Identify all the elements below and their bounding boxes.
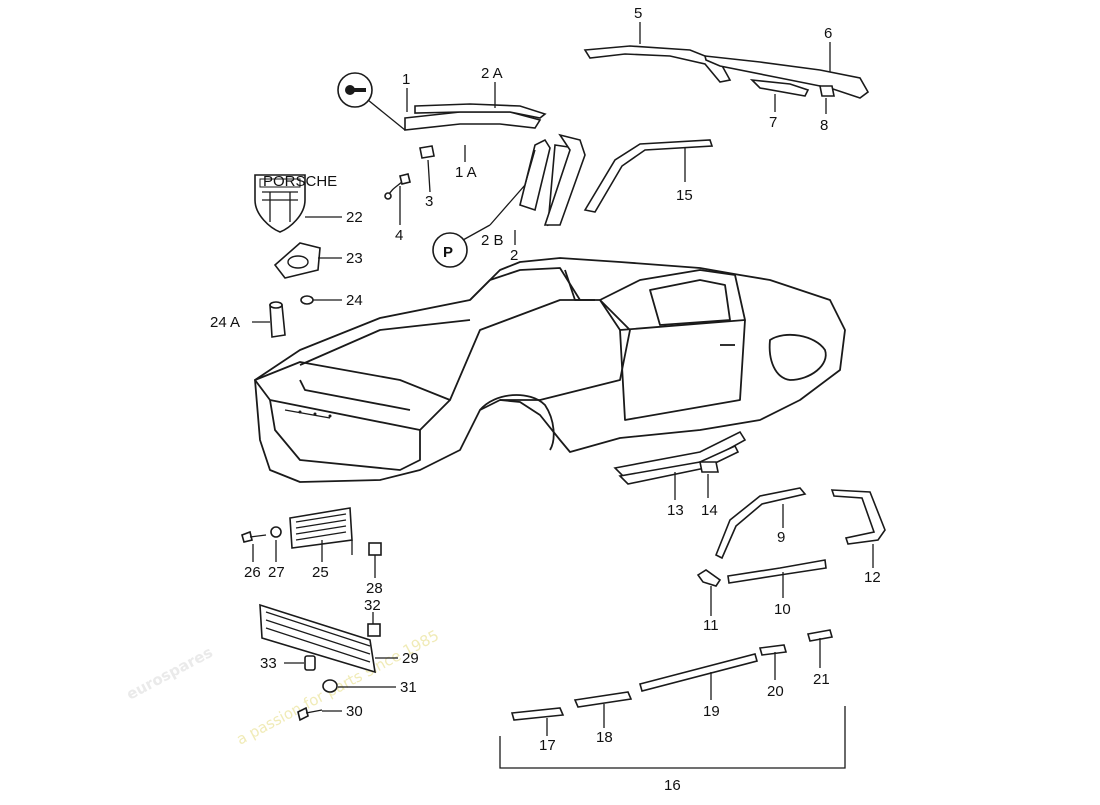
label-1a: 1 A xyxy=(455,164,477,181)
part-17-strip xyxy=(510,707,565,721)
part-5-roof-strip xyxy=(583,45,732,83)
part-27-washer xyxy=(270,526,282,538)
label-6: 6 xyxy=(824,25,832,42)
part-8-cap xyxy=(819,85,835,97)
part-19-strip xyxy=(639,653,758,692)
label-20: 20 xyxy=(767,683,784,700)
part-30-screw xyxy=(297,706,323,722)
part-6-roof-strip xyxy=(703,55,870,99)
part-13-rocker-trim xyxy=(613,430,747,485)
label-29: 29 xyxy=(402,650,419,667)
crest-text: PORSCHE xyxy=(263,173,337,190)
part-4-connector xyxy=(384,173,411,200)
part-10-trim xyxy=(727,559,827,584)
label-18: 18 xyxy=(596,729,613,746)
part-16-bracket xyxy=(499,706,846,769)
label-33: 33 xyxy=(260,655,277,672)
part-25-vent xyxy=(289,507,353,549)
label-14: 14 xyxy=(701,502,718,519)
part-2-pillar-seal xyxy=(519,133,586,227)
label-9: 9 xyxy=(777,529,785,546)
part-28-nut xyxy=(368,542,382,556)
car-body xyxy=(254,257,846,483)
part-23-bezel xyxy=(273,242,321,279)
part-24a-bolt xyxy=(269,301,286,338)
part-14-clip xyxy=(699,461,719,473)
label-13: 13 xyxy=(667,502,684,519)
label-3: 3 xyxy=(425,193,433,210)
label-2b: 2 B xyxy=(481,232,504,249)
part-18-strip xyxy=(573,691,633,708)
part-2b-wire xyxy=(489,149,536,226)
label-1: 1 xyxy=(402,71,410,88)
key-symbol-icon xyxy=(337,72,406,131)
label-25: 25 xyxy=(312,564,329,581)
part-1-seal xyxy=(404,103,547,131)
porsche-crest-icon: PORSCHE xyxy=(254,173,337,233)
label-19: 19 xyxy=(703,703,720,720)
label-22: 22 xyxy=(346,209,363,226)
label-24a: 24 A xyxy=(210,314,240,331)
part-20-strip xyxy=(758,644,788,656)
part-26-screw xyxy=(241,530,267,543)
part-29-grille xyxy=(259,603,376,674)
label-10: 10 xyxy=(774,601,791,618)
label-17: 17 xyxy=(539,737,556,754)
watermark-brand: eurospares xyxy=(123,643,215,703)
label-30: 30 xyxy=(346,703,363,720)
label-8: 8 xyxy=(820,117,828,134)
label-32: 32 xyxy=(364,597,381,614)
part-9-trim xyxy=(714,487,807,560)
part-32-nut xyxy=(367,623,381,637)
part-15-trim xyxy=(583,139,714,213)
label-24: 24 xyxy=(346,292,363,309)
label-5: 5 xyxy=(634,5,642,22)
leader-lines xyxy=(252,22,874,736)
part-7-trim xyxy=(749,78,810,97)
part-31-grommet xyxy=(322,679,338,693)
part-33-spacer xyxy=(304,655,316,671)
label-12: 12 xyxy=(864,569,881,586)
callout-labels: 1 2 A 1 A 2 2 B 3 4 5 6 7 8 15 22 23 24 … xyxy=(210,5,881,794)
label-7: 7 xyxy=(769,114,777,131)
p-symbol-text: P xyxy=(443,244,453,261)
label-23: 23 xyxy=(346,250,363,267)
part-21-strip xyxy=(806,629,834,642)
p-symbol-icon: P xyxy=(432,224,491,268)
label-2: 2 xyxy=(510,247,518,264)
label-26: 26 xyxy=(244,564,261,581)
label-28: 28 xyxy=(366,580,383,597)
label-11: 11 xyxy=(703,617,719,634)
part-11-corner xyxy=(696,569,722,587)
label-31: 31 xyxy=(400,679,417,696)
label-2a: 2 A xyxy=(481,65,503,82)
part-24-washer xyxy=(300,295,314,305)
part-12-trim xyxy=(830,489,886,545)
label-16: 16 xyxy=(664,777,681,794)
label-21: 21 xyxy=(813,671,830,688)
label-15: 15 xyxy=(676,187,693,204)
label-27: 27 xyxy=(268,564,285,581)
label-4: 4 xyxy=(395,227,403,244)
part-3-clip xyxy=(419,145,435,159)
